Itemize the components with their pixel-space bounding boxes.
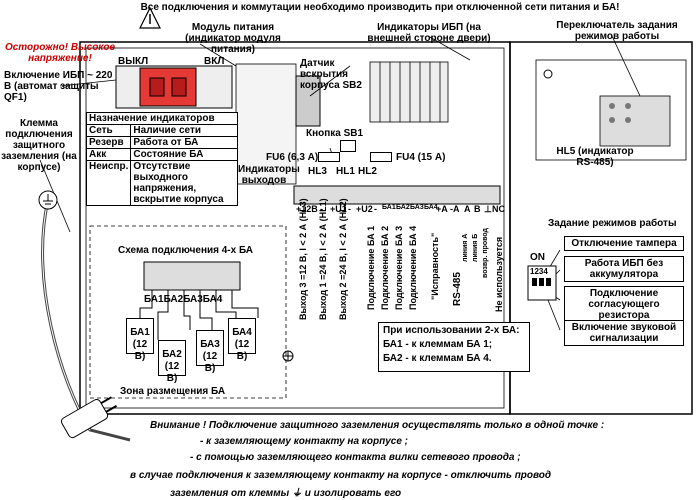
battery-label: БА1 [144,294,164,305]
terminal-label: +12В [296,204,318,214]
output-indicators-label: Индикаторы выходов [238,164,300,186]
mode-switch-label: Переключатель задания режимов работы [556,20,678,42]
tamper-sensor-label: Датчик вскрытия корпуса SB2 [300,58,362,91]
power-on-label: Включение ИБП ~ 220 В (автомат защиты QF… [4,70,113,103]
vertical-label: Подключение БА 1 [366,225,376,310]
terminal-label: -А [450,204,460,214]
dip-numbers: 1234 [530,267,548,276]
vertical-label: Подключение БА 3 [394,225,404,310]
battery-label: БА3 [183,294,203,305]
indicator-table-title: Назначение индикаторов [86,112,238,125]
indicator-meaning: Отсутствие выходного напряжения, вскрыти… [130,160,238,206]
fu6-label: FU6 (6,3 А) [266,152,319,163]
hl3-label: HL3 [308,166,327,177]
indicator-meaning: Состояние БА [130,148,238,161]
hl2-label: HL2 [358,166,377,177]
hl1-label: HL1 [336,166,355,177]
terminal-label: NC [492,204,505,214]
battery-labels-row: БА1БА2БА3БА4 [144,294,244,305]
terminal-label: - [374,204,377,214]
terminal-label: В [474,204,481,214]
switch-on-label: ВКЛ [204,56,225,67]
power-module-label: Модуль питания (индикатор модуля питания… [185,22,281,55]
footer-line: в случае подключения к заземляющему конт… [130,470,552,481]
battery-cell: БА1 (12 В) [126,318,154,362]
vertical-label: Подключение БА 2 [380,225,390,310]
footer-line: - с помощью заземляющего контакта вилки … [190,452,521,463]
vertical-label: Подключение БА 4 [408,225,418,310]
door-indicators-label: Индикаторы ИБП (на внешней стороне двери… [367,22,491,44]
terminal-label: - [320,204,323,214]
terminal-label: - [348,204,351,214]
vertical-label: Выход 3 =12 В, I < 2 А (HL3) [298,198,308,320]
fu4-label: FU4 (15 А) [396,152,446,163]
mode-option: Включение звуковой сигнализации [564,320,684,346]
vertical-label: Выход 1 =24 В, I < 2 А (HL1) [318,198,328,320]
mode-option: Подключение согласующего резистора [564,286,684,323]
ground-clamp-label: Клемма подключения защитного заземления … [1,118,77,173]
terminal-label: ⊥ [484,204,492,214]
fuse-fu4 [370,152,392,162]
vertical-label: возвр. провод [482,228,489,278]
indicator-meaning: Наличие сети [130,124,238,137]
mode-option: Отключение тампера [564,236,684,251]
two-ba-line: БА1 - к клеммам БА 1; [383,339,493,350]
table-row: Неиспр.Отсутствие выходного напряжения, … [85,160,238,206]
top-warning: Все подключения и коммутации необходимо … [140,2,620,13]
terminal-label: БА2 [396,204,410,211]
indicator-name: Резерв [85,136,132,149]
terminal-strip: +12В - +U1 - +U2 - БА1 БА2 БА3 БА4 +А -А… [294,204,505,216]
terminal-label: +U1 [330,204,347,214]
on-label: ON [530,252,545,263]
vertical-label: Выход 2 =24 В, I < 2 А (HL2) [338,198,348,320]
indicator-name: Сеть [85,124,132,137]
vertical-label: Не используется [494,236,504,312]
two-ba-note: При использовании 2-х БА: БА1 - к клемма… [378,322,530,372]
vertical-label: линия А [462,233,469,262]
terminal-label: +А [436,204,448,214]
battery-cell: БА4 (12 В) [228,318,256,362]
battery-cell: БА3 (12 В) [196,330,224,374]
zone-label: Зона размещения БА [120,386,226,397]
button-sb1-label: Кнопка SB1 [306,128,364,139]
battery-cell: БА2 (12 В) [158,340,186,384]
mode-option: Работа ИБП без аккумулятора [564,256,684,282]
battery-label: БА4 [202,294,223,305]
vertical-label: линия Б [472,233,479,262]
indicator-name: Неиспр. [85,160,132,206]
footer-line: заземления от клеммы ⏚ и изолировать его [170,488,402,499]
two-ba-title: При использовании 2-х БА: [383,325,520,336]
footer-line: Внимание ! Подключение защитного заземле… [150,420,605,431]
caution-label: Осторожно! Высокое напряжение! [4,42,116,64]
vertical-label: RS-485 [452,272,463,306]
terminal-label: БА4 [424,204,438,211]
terminal-label: БА1 [382,204,396,211]
footer-line: - к заземляющему контакту на корпусе ; [200,436,408,447]
fuse-fu6 [318,152,340,162]
hl5-label: HL5 (индикатор RS-485) [556,146,634,168]
switch-off-label: ВЫКЛ [118,56,149,67]
terminal-label: БА3 [410,204,424,211]
battery-label: БА2 [163,294,184,305]
indicator-meaning: Работа от БА [130,136,238,149]
button-sb1 [340,140,356,152]
indicator-name: Акк [85,148,132,161]
terminal-label: +U2 [356,204,373,214]
terminal-label: А [464,204,471,214]
mode-setting-title: Задание режимов работы [548,218,677,229]
schema-title: Схема подключения 4-х БА [118,245,253,256]
two-ba-line: БА2 - к клеммам БА 4. [383,353,492,364]
vertical-label: "Исправность" [430,232,440,300]
